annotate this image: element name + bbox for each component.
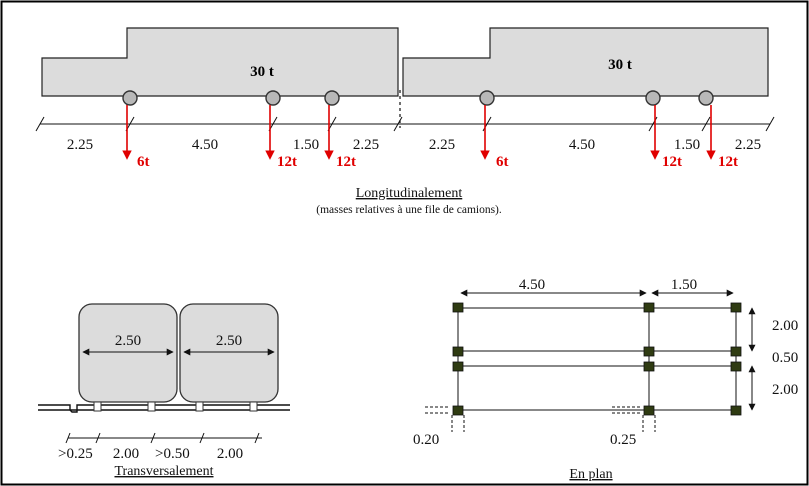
truck-label-left: 30 t — [250, 64, 274, 80]
load-value: 12t — [336, 154, 356, 170]
wheel-icon — [645, 90, 661, 106]
long-dim: 2.25 — [353, 137, 379, 153]
longitudinal-title: Longitudinalement — [356, 186, 463, 201]
plan-bottom-dim: 0.25 — [610, 432, 636, 448]
truck-cross-section — [179, 303, 279, 403]
truck-label-right: 30 t — [608, 57, 632, 73]
wheel-pad — [452, 361, 464, 372]
wheels — [122, 90, 714, 106]
wheel-icon — [324, 90, 340, 106]
wheel-icon — [122, 90, 138, 106]
wheel-icon — [698, 90, 714, 106]
truck-body-right — [402, 27, 769, 97]
load-arrows — [122, 105, 716, 160]
plan-title: En plan — [569, 467, 612, 482]
wheel-pad — [643, 302, 655, 313]
transverse-dim: 2.00 — [113, 446, 139, 462]
load-value: 6t — [137, 154, 150, 170]
plan-top-dim: 1.50 — [671, 277, 697, 293]
transverse-width: 2.50 — [216, 333, 242, 349]
plan-top-dim: 4.50 — [519, 277, 545, 293]
transverse-view — [38, 303, 290, 413]
transverse-title: Transversalement — [114, 464, 213, 479]
wheel-pad — [730, 302, 742, 313]
truck-body-left — [41, 27, 399, 97]
transverse-ticks — [65, 432, 260, 444]
long-dim: 1.50 — [674, 137, 700, 153]
transverse-width: 2.50 — [115, 333, 141, 349]
transverse-dim: >0.50 — [155, 446, 190, 462]
wheel-icon — [265, 90, 281, 106]
long-dim: 2.25 — [67, 137, 93, 153]
long-dim: 2.25 — [735, 137, 761, 153]
plan-bottom-dim: 0.20 — [413, 432, 439, 448]
load-value: 12t — [718, 154, 738, 170]
wheel-pad — [643, 405, 655, 416]
long-dim: 4.50 — [192, 137, 218, 153]
truck-cross-section — [78, 303, 178, 403]
load-value: 12t — [662, 154, 682, 170]
wheel-pad — [452, 405, 464, 416]
load-value: 12t — [277, 154, 297, 170]
plan-side-dim: 2.00 — [772, 382, 798, 398]
long-dim: 2.25 — [429, 137, 455, 153]
load-value: 6t — [496, 154, 509, 170]
ground-line — [38, 404, 290, 413]
wheel-pad — [643, 346, 655, 357]
wheel-pad — [643, 361, 655, 372]
wheel-pad — [730, 361, 742, 372]
wheel-pad — [730, 405, 742, 416]
long-dim: 4.50 — [569, 137, 595, 153]
longitudinal-subtitle: (masses relatives à une file de camions)… — [316, 204, 502, 216]
transverse-dim: 2.00 — [217, 446, 243, 462]
wheel-pad — [730, 346, 742, 357]
wheel-pad — [452, 302, 464, 313]
plan-side-dim: 2.00 — [772, 318, 798, 334]
long-dim: 1.50 — [293, 137, 319, 153]
wheel-pad — [452, 346, 464, 357]
wheel-icon — [479, 90, 495, 106]
plan-view — [425, 289, 756, 432]
transverse-dim: >0.25 — [58, 446, 93, 462]
plan-side-dim: 0.50 — [772, 350, 798, 366]
